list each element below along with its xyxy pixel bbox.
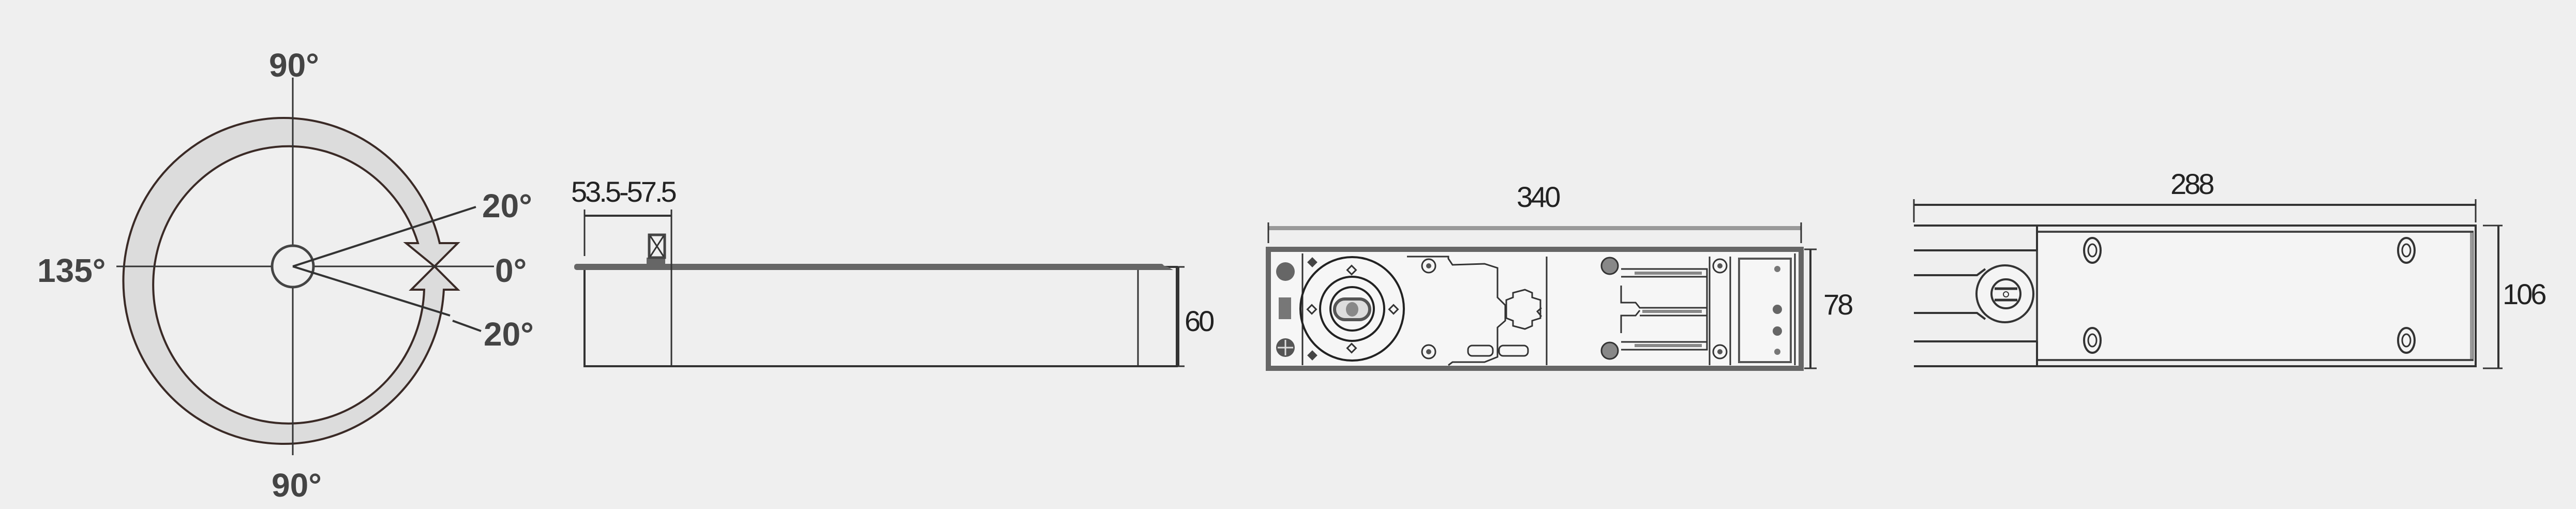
cover-plate-view: 288 [1913, 168, 2548, 369]
pivot-flange-mid [1319, 276, 1385, 342]
spring-frame [1620, 268, 1708, 351]
label-20-lower: 20° [484, 316, 534, 353]
valve-cutout [1505, 289, 1541, 330]
dim-340: 340 [1517, 181, 1560, 213]
dim-106: 106 [2503, 278, 2545, 310]
slot-right [1498, 345, 1529, 357]
notch [1536, 307, 1542, 317]
pivot-flange-inner [1329, 286, 1375, 332]
cover-outline [1914, 224, 2477, 367]
leader-20-lower [292, 265, 451, 317]
diamond-top-left [1307, 257, 1317, 267]
left-block-mid [1279, 297, 1291, 319]
spindle-base [647, 258, 665, 265]
dim-78: 78 [1823, 288, 1852, 321]
slot-left [1467, 345, 1494, 357]
label-135: 135° [37, 252, 106, 289]
label-20-upper: 20° [482, 187, 532, 224]
spindle-cross-2 [649, 235, 665, 257]
side-top-plate [574, 264, 1164, 270]
pivot-flange-outer [1299, 256, 1405, 362]
rotation-ring [122, 117, 460, 445]
end-cap-dot-4 [1774, 349, 1780, 355]
spindle [648, 233, 666, 259]
plate-screw-top [1421, 258, 1436, 274]
opening-angle-diagram: 90° 90° 135° 0° 20° 20° [37, 47, 534, 504]
side-body [583, 266, 1178, 367]
dim-60: 60 [1185, 305, 1214, 337]
right-screw-top [1712, 258, 1728, 274]
leader-20-upper [292, 206, 476, 267]
end-cap-dot-3 [1773, 326, 1782, 336]
flange-diamond-bottom [1346, 342, 1357, 354]
leader-20-lower-tail [452, 320, 482, 332]
main-plate-outline [1407, 256, 1506, 366]
screw-bottom-left [2083, 327, 2102, 354]
diamond-bottom-left [1307, 350, 1317, 361]
side-view: 53.5-57.5 60 [571, 175, 1216, 367]
rail-top-2 [1914, 268, 1986, 276]
dim-288: 288 [2170, 168, 2213, 200]
screw-top-right [2397, 237, 2416, 264]
plate-screw-bottom-core [1426, 349, 1431, 354]
right-screw-bottom [1712, 344, 1728, 360]
screw-bottom-right [2397, 327, 2416, 354]
pivot-spindle-top [1990, 278, 2021, 309]
right-screw-top-core [1717, 263, 1723, 268]
spring-screw-top [1600, 257, 1619, 275]
spindle-dot [2003, 291, 2009, 297]
plan-view: 340 [1266, 181, 1854, 371]
flange-diamond-top [1346, 264, 1357, 276]
end-cap-dot-1 [1774, 266, 1780, 272]
cover-plate [2036, 231, 2474, 361]
label-0: 0° [495, 252, 527, 289]
screw-top-left [2083, 237, 2102, 264]
rail-bottom-2 [1914, 312, 1986, 320]
end-cap [1738, 258, 1792, 363]
spring-screw-bottom [1600, 341, 1619, 360]
flange-diamond-left [1306, 304, 1317, 315]
end-cap-dot-2 [1773, 305, 1782, 314]
left-screw-top [1276, 262, 1295, 281]
flange-diamond-right [1388, 304, 1399, 315]
plate-screw-bottom [1421, 344, 1436, 360]
plate-screw-top-core [1426, 263, 1431, 268]
dim-53-57: 53.5-57.5 [571, 175, 676, 208]
right-screw-bottom-core [1717, 349, 1723, 354]
side-plate-tip [1159, 264, 1173, 270]
label-90-top: 90° [269, 47, 319, 84]
pivot-spindle-core [1346, 302, 1358, 317]
label-90-bottom: 90° [272, 467, 322, 504]
